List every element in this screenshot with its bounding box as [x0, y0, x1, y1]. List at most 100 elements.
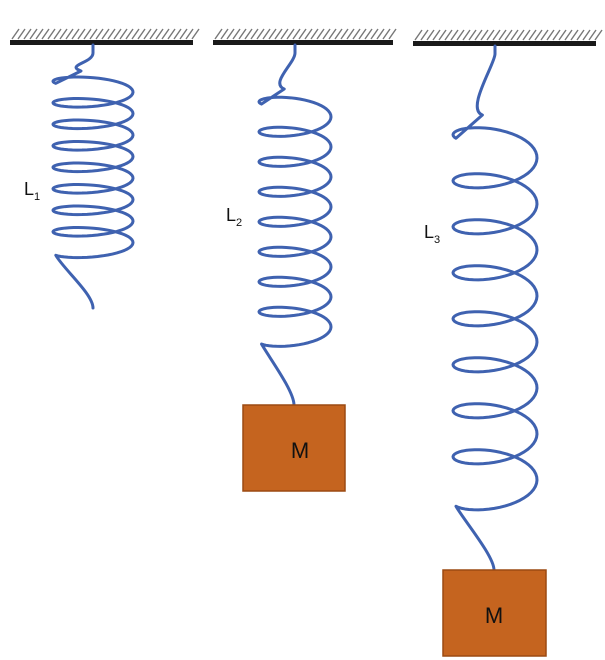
ceiling-hatch-line [522, 29, 531, 41]
ceiling-hatch-line [53, 28, 62, 40]
ceiling-hatch-line [564, 29, 573, 41]
spring-coil-3 [451, 44, 539, 572]
ceiling-hatch-line [35, 28, 44, 40]
ceiling-hatch-line [125, 28, 134, 40]
ceiling-hatch-line [238, 28, 247, 40]
ceiling-hatch-line [280, 28, 289, 40]
ceiling-hatch-line [388, 28, 397, 40]
ceiling-hatch-line [250, 28, 259, 40]
ceiling-hatch-line [558, 29, 567, 41]
ceiling-hatch-line [232, 28, 241, 40]
ceiling-support-2 [213, 28, 397, 45]
ceiling-hatch-line [95, 28, 104, 40]
ceiling-hatch-line [576, 29, 585, 41]
ceiling-hatch-line [286, 28, 295, 40]
ceiling-hatch-line [432, 29, 441, 41]
ceiling-hatch-line [504, 29, 513, 41]
ceiling-hatch-line [426, 29, 435, 41]
ceiling-hatch-line [262, 28, 271, 40]
ceiling-hatch-line [310, 28, 319, 40]
ceiling-hatch-line [510, 29, 519, 41]
mass-block-1 [242, 404, 346, 492]
ceiling-hatch-line [47, 28, 56, 40]
ceiling-support-3 [413, 29, 603, 46]
ceiling-bar [413, 41, 596, 46]
ceiling-hatch-line [474, 29, 483, 41]
ceiling-hatch-line [582, 29, 591, 41]
ceiling-bar [213, 40, 393, 45]
ceiling-hatch-line [220, 28, 229, 40]
ceiling-hatch-line [376, 28, 385, 40]
ceiling-hatch-line [420, 29, 429, 41]
ceiling-hatch-line [41, 28, 50, 40]
ceiling-hatch-line [89, 28, 98, 40]
ceiling-hatch-line [468, 29, 477, 41]
ceiling-bar [10, 40, 193, 45]
ceiling-hatch-line [185, 28, 194, 40]
ceiling-hatch-line [492, 29, 501, 41]
ceiling-hatch-line [382, 28, 391, 40]
mass-label-1: M [291, 438, 309, 463]
ceiling-hatch-line [540, 29, 549, 41]
ceiling-hatch-line [334, 28, 343, 40]
ceiling-hatch-line [214, 28, 223, 40]
ceiling-hatch-line [346, 28, 355, 40]
ceiling-hatch-line [226, 28, 235, 40]
ceiling-hatch-line [23, 28, 32, 40]
ceiling-hatch-line [364, 28, 373, 40]
ceiling-hatch-line [438, 29, 447, 41]
ceiling-hatch-line [528, 29, 537, 41]
ceiling-hatch-line [244, 28, 253, 40]
ceiling-hatch-line [340, 28, 349, 40]
ceiling-hatch-line [328, 28, 337, 40]
ceiling-hatch-line [370, 28, 379, 40]
ceiling-hatch-line [444, 29, 453, 41]
ceiling-hatch-line [191, 28, 200, 40]
ceiling-hatch-line [298, 28, 307, 40]
ceiling-support-1 [10, 28, 200, 45]
spring-assembly-1: L1 [10, 28, 200, 310]
ceiling-hatch-line [268, 28, 277, 40]
ceiling-hatch-line [155, 28, 164, 40]
ceiling-hatch-line [498, 29, 507, 41]
ceiling-hatch-line [167, 28, 176, 40]
ceiling-hatch-line [486, 29, 495, 41]
ceiling-hatch-line [131, 28, 140, 40]
ceiling-hatch-line [414, 29, 423, 41]
spring-coil-2 [257, 43, 333, 407]
length-label-1: L1 [24, 179, 40, 203]
ceiling-hatch-line [322, 28, 331, 40]
mass-label-2: M [485, 603, 503, 628]
ceiling-hatch-line [480, 29, 489, 41]
ceiling-hatch-line [59, 28, 68, 40]
ceiling-hatch-line [143, 28, 152, 40]
ceiling-hatch-line [179, 28, 188, 40]
ceiling-hatch-line [17, 28, 26, 40]
ceiling-hatch-line [77, 28, 86, 40]
length-label-2: L2 [226, 205, 242, 229]
spring-assembly-2: L2 M [213, 28, 397, 492]
mass-block-2 [442, 569, 547, 657]
ceiling-hatch-line [292, 28, 301, 40]
spring-assembly-3: L3 M [413, 29, 603, 657]
ceiling-hatch-line [570, 29, 579, 41]
ceiling-hatch-line [119, 28, 128, 40]
ceiling-hatch-line [534, 29, 543, 41]
ceiling-hatch-line [173, 28, 182, 40]
ceiling-hatch-line [65, 28, 74, 40]
ceiling-hatch-line [552, 29, 561, 41]
ceiling-hatch-line [588, 29, 597, 41]
ceiling-hatch-line [113, 28, 122, 40]
ceiling-hatch-line [83, 28, 92, 40]
ceiling-hatch-line [107, 28, 116, 40]
ceiling-hatch-line [594, 29, 603, 41]
ceiling-hatch-line [456, 29, 465, 41]
ceiling-hatch-line [274, 28, 283, 40]
ceiling-hatch-line [316, 28, 325, 40]
ceiling-hatch-line [137, 28, 146, 40]
ceiling-hatch-line [149, 28, 158, 40]
ceiling-hatch-line [450, 29, 459, 41]
ceiling-hatch-line [161, 28, 170, 40]
ceiling-hatch-line [256, 28, 265, 40]
